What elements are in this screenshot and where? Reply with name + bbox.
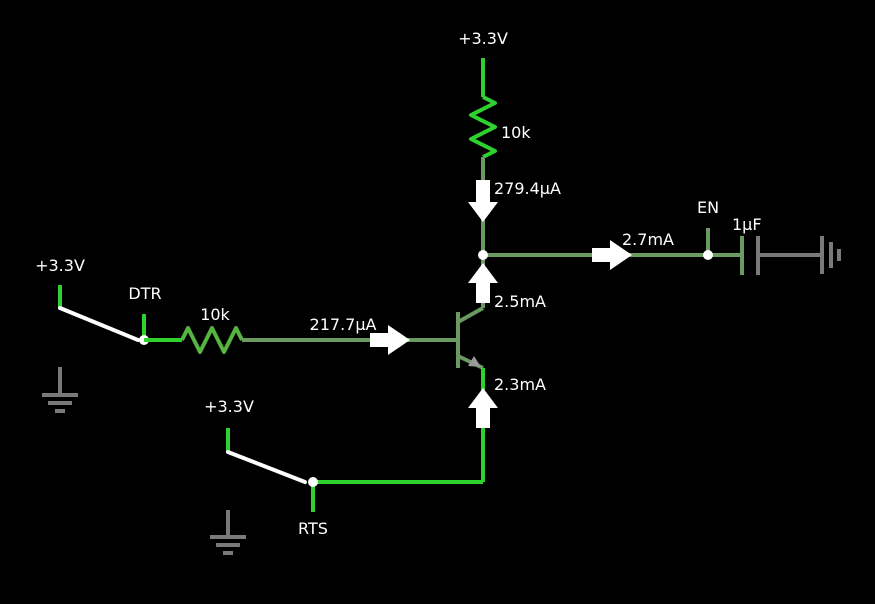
- en-node-label: EN: [697, 198, 719, 217]
- pullup-current-label: 279.4µA: [494, 179, 561, 198]
- transistor-collector: [457, 306, 484, 324]
- current-arrow-up-collector: [468, 263, 498, 303]
- current-arrow-right-base: [370, 325, 410, 355]
- dtr-node-label: DTR: [128, 284, 161, 303]
- transistor-emitter-arrow: [468, 356, 481, 367]
- en-node-dot: [703, 250, 713, 260]
- rts-supply-label: +3.3V: [204, 397, 254, 416]
- dtr-supply-label: +3.3V: [35, 256, 85, 275]
- top-supply-label: +3.3V: [458, 29, 508, 48]
- capacitor-label: 1µF: [732, 215, 762, 234]
- pullup-resistor: [469, 95, 497, 159]
- rts-node-dot: [308, 477, 318, 487]
- current-arrow-down-pullup: [468, 180, 498, 222]
- collector-node-dot: [478, 250, 488, 260]
- dtr-switch: [58, 306, 140, 342]
- collector-current-label: 2.5mA: [494, 292, 546, 311]
- rts-switch: [226, 450, 307, 484]
- base-current-label: 217.7µA: [310, 315, 377, 334]
- emitter-current-label: 2.3mA: [494, 375, 546, 394]
- current-arrow-right-en: [592, 240, 632, 270]
- rts-node-label: RTS: [298, 519, 328, 538]
- base-resistor: [180, 326, 244, 354]
- base-resistor-label: 10k: [200, 305, 230, 324]
- en-current-label: 2.7mA: [622, 230, 674, 249]
- current-arrow-up-emitter: [468, 388, 498, 428]
- pullup-resistor-label: 10k: [501, 123, 531, 142]
